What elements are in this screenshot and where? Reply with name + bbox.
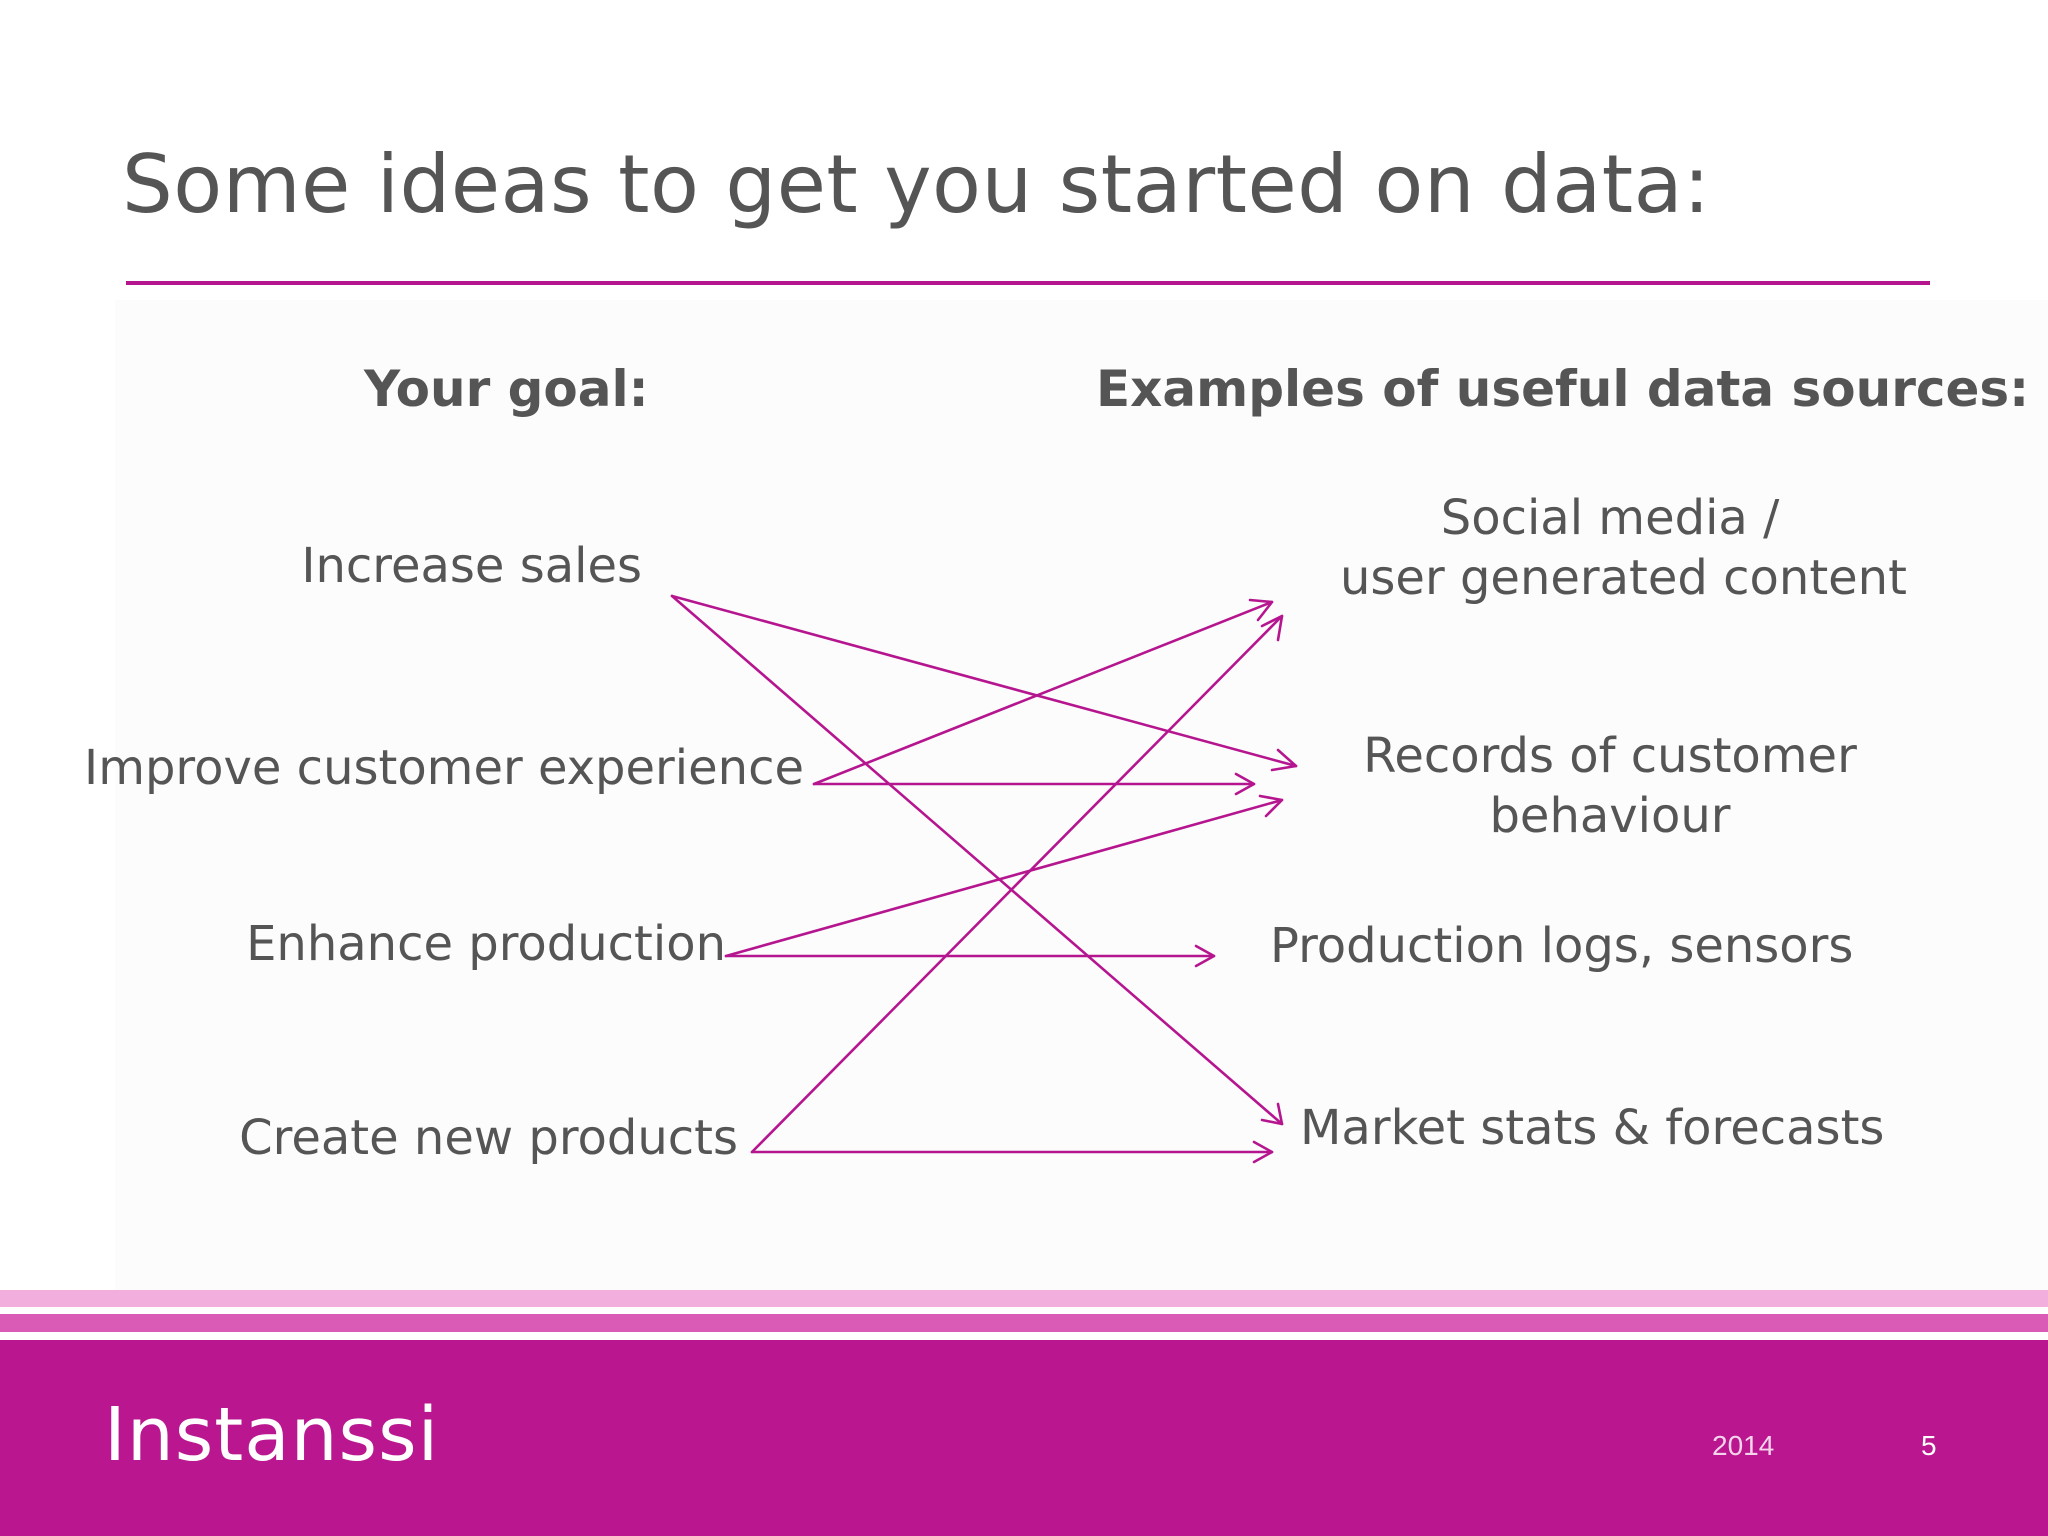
goal-enhance-production: Enhance production: [246, 916, 726, 972]
arrowhead-increase-sales-to-market-stats: [1260, 1102, 1284, 1126]
source-customer-records-line-2: behaviour: [1489, 788, 1731, 844]
source-social-media: Social media / user generated content: [1340, 488, 1907, 608]
arrowhead-customer-experience-to-social-media: [1248, 598, 1274, 622]
instanssi-logo: Instanssi: [104, 1392, 440, 1478]
title-underline: [126, 281, 1930, 285]
footer-band: [0, 1340, 2048, 1536]
arrow-increase-sales-to-customer-records: [670, 594, 1298, 768]
arrow-new-products-to-social-media: [750, 614, 1284, 1154]
source-production-logs: Production logs, sensors: [1270, 916, 1854, 976]
footer-stripe-light: [0, 1290, 2048, 1307]
content-background: [115, 300, 2048, 1290]
footer-stripe-medium: [0, 1314, 2048, 1332]
source-market-stats-line-1: Market stats & forecasts: [1300, 1100, 1885, 1156]
page-number: 5: [1921, 1430, 1937, 1461]
goal-increase-sales: Increase sales: [301, 538, 642, 594]
footer-year: 2014: [1712, 1430, 1775, 1461]
arrow-enhance-production-to-customer-records: [724, 798, 1284, 958]
arrow-customer-experience-to-social-media: [812, 600, 1274, 786]
goal-improve-customer-experience: Improve customer experience: [84, 740, 804, 796]
arrowhead-customer-experience-to-customer-records: [1234, 772, 1256, 796]
arrowhead-new-products-to-market-stats: [1252, 1140, 1274, 1164]
arrowhead-enhance-production-to-production-logs: [1194, 944, 1216, 968]
goal-create-new-products: Create new products: [239, 1110, 738, 1166]
arrowhead-enhance-production-to-customer-records: [1258, 794, 1284, 818]
arrowhead-new-products-to-social-media: [1260, 614, 1284, 642]
arrowhead-increase-sales-to-customer-records: [1270, 748, 1298, 772]
goals-column-header: Your goal:: [364, 360, 649, 418]
source-production-logs-line-1: Production logs, sensors: [1270, 918, 1854, 974]
source-customer-records: Records of customer behaviour: [1340, 726, 1880, 846]
source-market-stats: Market stats & forecasts: [1300, 1098, 1885, 1158]
sources-column-header: Examples of useful data sources:: [1096, 360, 2030, 418]
source-social-media-line-2: user generated content: [1340, 550, 1907, 606]
arrow-increase-sales-to-market-stats: [670, 594, 1284, 1126]
source-social-media-line-1: Social media /: [1440, 490, 1780, 546]
source-customer-records-line-1: Records of customer: [1363, 728, 1857, 784]
slide-title: Some ideas to get you started on data:: [122, 138, 1711, 231]
